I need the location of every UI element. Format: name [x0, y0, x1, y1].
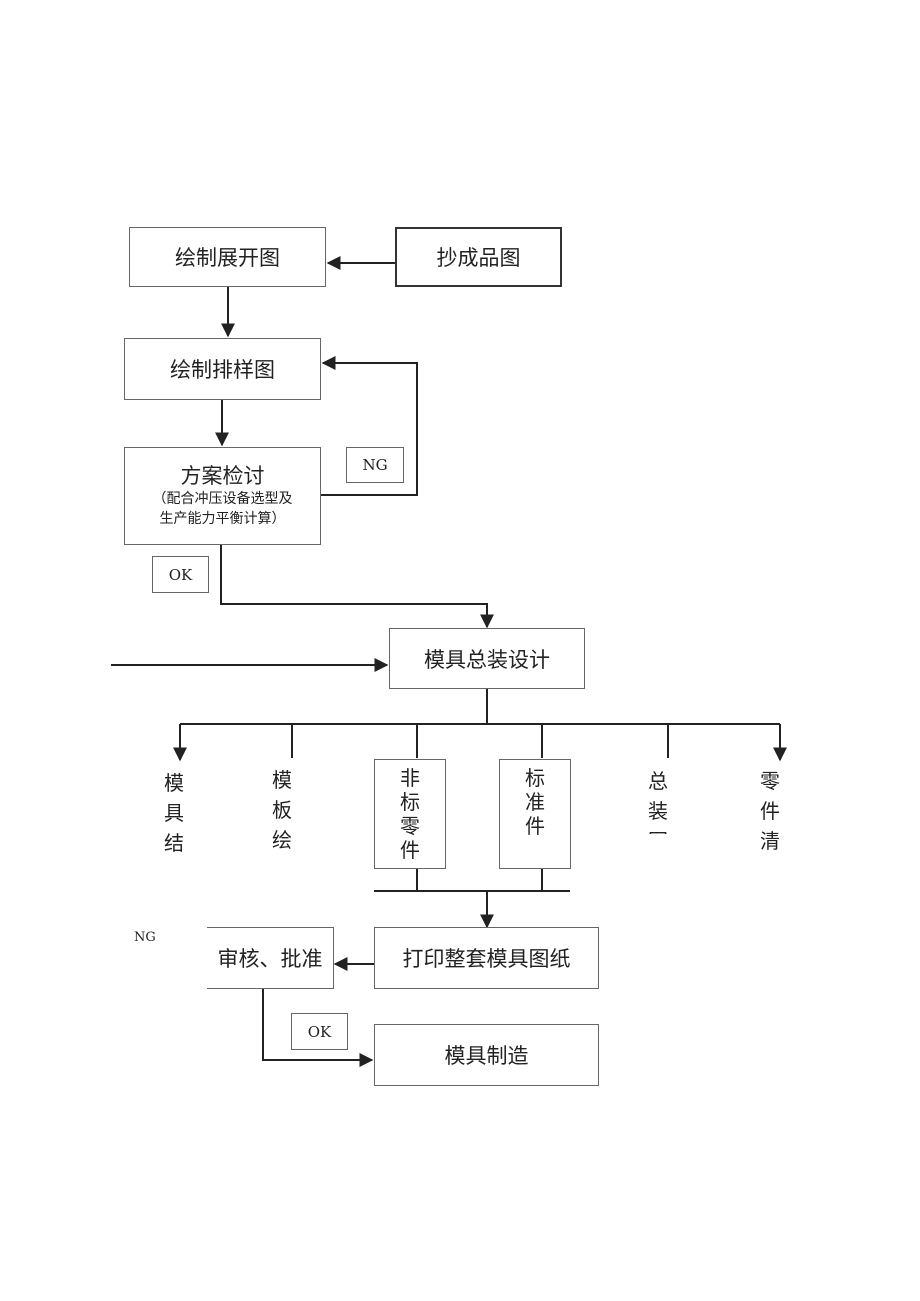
node-review-approve: 审核、批准	[207, 927, 334, 989]
arrow-review-to-manufacture	[262, 989, 374, 1067]
tag-ng-bottom: NG	[134, 930, 156, 945]
branch-nonstandard-parts: 非标零件	[400, 766, 420, 862]
node-scheme-review-sub2: 生产能力平衡计算）	[159, 511, 286, 527]
node-die-manufacture-label: 模具制造	[444, 1044, 529, 1068]
tag-ok-bottom: OK	[291, 1013, 348, 1050]
node-review-approve-label: 审核、批准	[217, 947, 323, 971]
tag-ng-top-label: NG	[362, 456, 388, 474]
branch-parts-list: 零件清单	[760, 769, 780, 853]
branch-template-draw: 模板绘制	[272, 768, 292, 852]
branch-die-structure: 模具结构	[164, 771, 184, 855]
node-copy-product: 抄成品图	[395, 227, 562, 287]
tag-ok-top: OK	[152, 556, 209, 593]
branch-nonstandard-parts-box: 非标零件	[374, 759, 446, 869]
branch-standard-parts: 标准件	[525, 766, 545, 838]
node-die-assembly-label: 模具总装设计	[424, 647, 550, 672]
node-draw-unfold-label: 绘制展开图	[175, 246, 280, 270]
arrow-ng-loop	[321, 356, 418, 496]
node-draw-layout-label: 绘制排样图	[170, 358, 275, 382]
tag-ng-top: NG	[346, 447, 404, 483]
node-draw-layout: 绘制排样图	[124, 338, 321, 400]
node-print-drawings-label: 打印整套模具图纸	[402, 947, 571, 971]
branch-assembly-drawing: 总装图	[648, 769, 668, 834]
node-scheme-review-sub1: （配合冲压设备选型及	[152, 491, 293, 507]
tag-ok-top-label: OK	[168, 565, 193, 584]
tag-ok-bottom-label: OK	[307, 1022, 332, 1041]
node-scheme-review-title: 方案检讨	[180, 464, 265, 488]
node-die-assembly: 模具总装设计	[389, 628, 585, 689]
branch-standard-parts-box: 标准件	[499, 759, 571, 869]
node-draw-unfold: 绘制展开图	[129, 227, 326, 287]
arrow-ok-to-assembly	[220, 545, 494, 629]
node-die-manufacture: 模具制造	[374, 1024, 599, 1086]
node-scheme-review: 方案检讨 （配合冲压设备选型及 生产能力平衡计算）	[124, 447, 321, 545]
node-print-drawings: 打印整套模具图纸	[374, 927, 599, 989]
node-copy-product-label: 抄成品图	[436, 246, 521, 270]
